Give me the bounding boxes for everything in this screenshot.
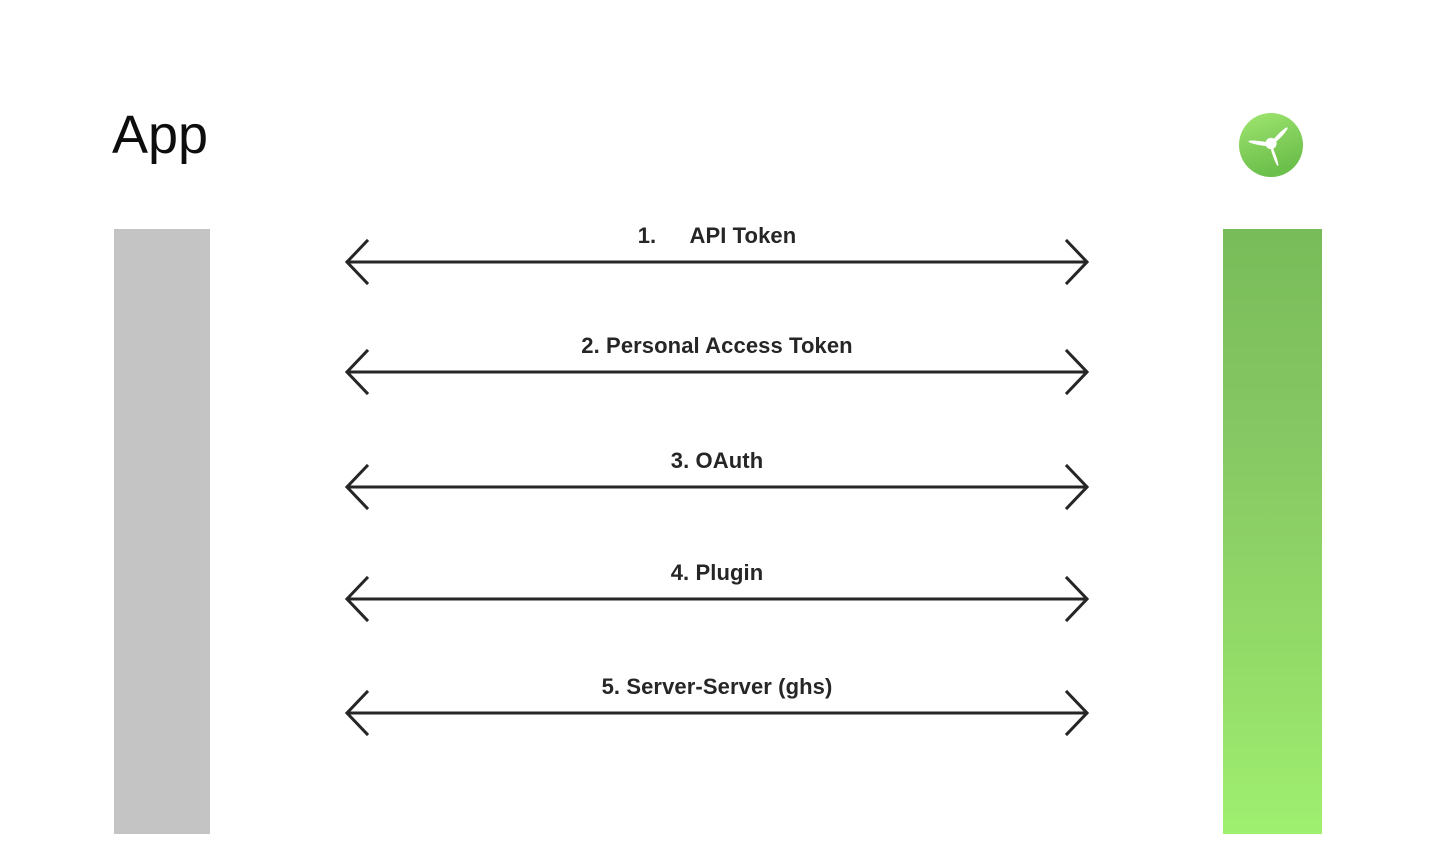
- lifeline-right-service: [1223, 229, 1322, 834]
- message-label: 2. Personal Access Token: [581, 332, 853, 358]
- bidirectional-arrow-icon: [345, 463, 1089, 511]
- propeller-logo-icon: [1237, 111, 1305, 179]
- bidirectional-arrow-icon: [345, 348, 1089, 396]
- message-label: 1. API Token: [637, 222, 797, 248]
- bidirectional-arrow-icon: [345, 689, 1089, 737]
- message-label: 4. Plugin: [670, 559, 764, 585]
- bidirectional-arrow-icon: [345, 575, 1089, 623]
- lifeline-left-app: [114, 229, 210, 834]
- message-label: 5. Server-Server (ghs): [601, 673, 833, 699]
- message-label: 3. OAuth: [670, 447, 764, 473]
- bidirectional-arrow-icon: [345, 238, 1089, 286]
- page-title: App: [112, 105, 209, 165]
